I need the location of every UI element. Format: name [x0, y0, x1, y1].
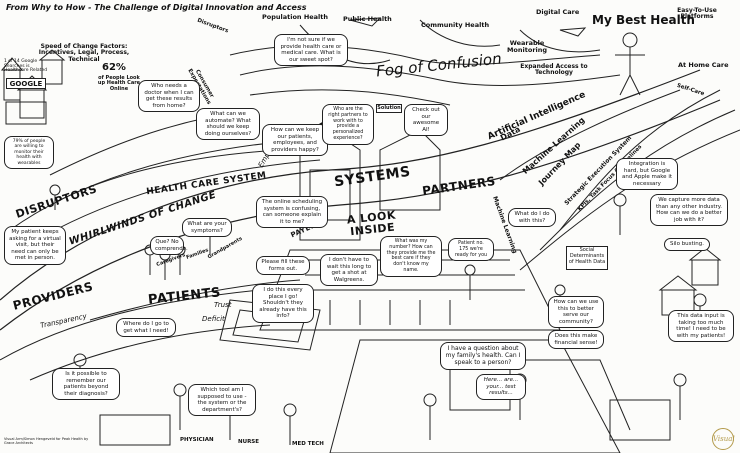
my-best-health-label: My Best Health: [592, 13, 695, 27]
google-searches-stat: 1 of 14 Google Searches is Healthcare Re…: [4, 59, 48, 74]
silo-busting-bubble: Silo busting.: [664, 238, 710, 251]
capture-data-bubble: We capture more data than any other indu…: [650, 194, 728, 227]
get-what-i-need-bubble: Where do I go to get what I need!: [116, 318, 176, 338]
public-health-label: Public Health: [343, 15, 392, 23]
community-bubble: How can we use this to better serve our …: [548, 296, 604, 329]
pct-62-stat: 62%: [102, 62, 126, 73]
patient-175-bubble: Patient no. 175 we're ready for you: [448, 238, 494, 262]
test-results-bubble: Here... are... your... test results...: [476, 374, 526, 400]
virtual-visit-bubble: My patient keeps asking for a virtual vi…: [4, 226, 66, 265]
financial-bubble: Does this make financial sense!: [548, 330, 604, 350]
which-tool-bubble: Which tool am I supposed to use - the sy…: [188, 384, 256, 417]
at-home-care-label: At Home Care: [678, 61, 729, 69]
digital-care-label: Digital Care: [536, 8, 580, 16]
my-number-bubble: What was my number? How can they provide…: [380, 236, 442, 277]
sweet-spot-bubble: I'm not sure if we provide health care o…: [274, 34, 348, 67]
med-tech-label: MED TECH: [292, 441, 324, 447]
deficit-label: Deficit: [202, 315, 225, 323]
expanded-access-label: Expanded Access to Technology: [520, 63, 588, 77]
artist-signature-logo: Visual: [712, 428, 735, 450]
credit-text: Visual Arm/Simon Hengeveld for Peak Heal…: [4, 437, 89, 445]
population-health-label: Population Health: [262, 13, 329, 21]
sdoh-sign: Social Determinants of Health Data: [566, 246, 608, 270]
awesome-ai-bubble: Check out our awesome AI!: [404, 104, 448, 137]
automate-bubble: What can we automate? What should we kee…: [196, 108, 260, 141]
trust-label: Trust: [214, 301, 232, 309]
page-title: From Why to How - The Challenge of Digit…: [6, 3, 307, 12]
doctor-bubble: Who needs a doctor when I can get these …: [138, 80, 200, 113]
pct-62-description: of People Look up Health Care Online: [97, 75, 141, 92]
comprendo-bubble: Que? No comprendo.: [150, 236, 188, 256]
physician-label: PHYSICIAN: [180, 437, 214, 443]
data-input-bubble: This data input is taking too much time!…: [668, 310, 734, 343]
employees-bubble: How can we keep our patients, employees,…: [262, 124, 328, 157]
scheduling-bubble: The online scheduling system is confusin…: [256, 196, 328, 229]
wearables-stat-bubble: 79% of people are willing to monitor the…: [4, 136, 54, 169]
right-partners-bubble: Who are the right partners to work with …: [322, 104, 374, 145]
wearable-monitoring-label: Wearable Monitoring: [506, 39, 548, 54]
wait-long-bubble: I don't have to wait this long to get a …: [320, 254, 378, 287]
easy-platforms-label: Easy-To-Use Platforms: [677, 7, 717, 21]
what-do-i-do-bubble: What do I do with this?: [508, 208, 556, 228]
solution-sign: Solution: [376, 104, 402, 113]
every-place-bubble: I do this every place I go! Shouldn't th…: [252, 284, 314, 323]
family-health-bubble: I have a question about my family's heal…: [440, 342, 526, 370]
integration-bubble: Integration is hard, but Google and Appl…: [616, 158, 678, 191]
community-health-label: Community Health: [421, 21, 490, 29]
symptoms-bubble: What are your symptoms?: [182, 218, 232, 238]
remember-patients-bubble: Is it possible to remember our patients …: [52, 368, 120, 401]
speed-factors-label: Speed of Change Factors: Incentives, Leg…: [38, 43, 130, 63]
fill-forms-bubble: Please fill these forms out.: [256, 256, 310, 276]
google-sign: GOOGLE: [6, 78, 46, 89]
nurse-label: NURSE: [238, 439, 260, 445]
